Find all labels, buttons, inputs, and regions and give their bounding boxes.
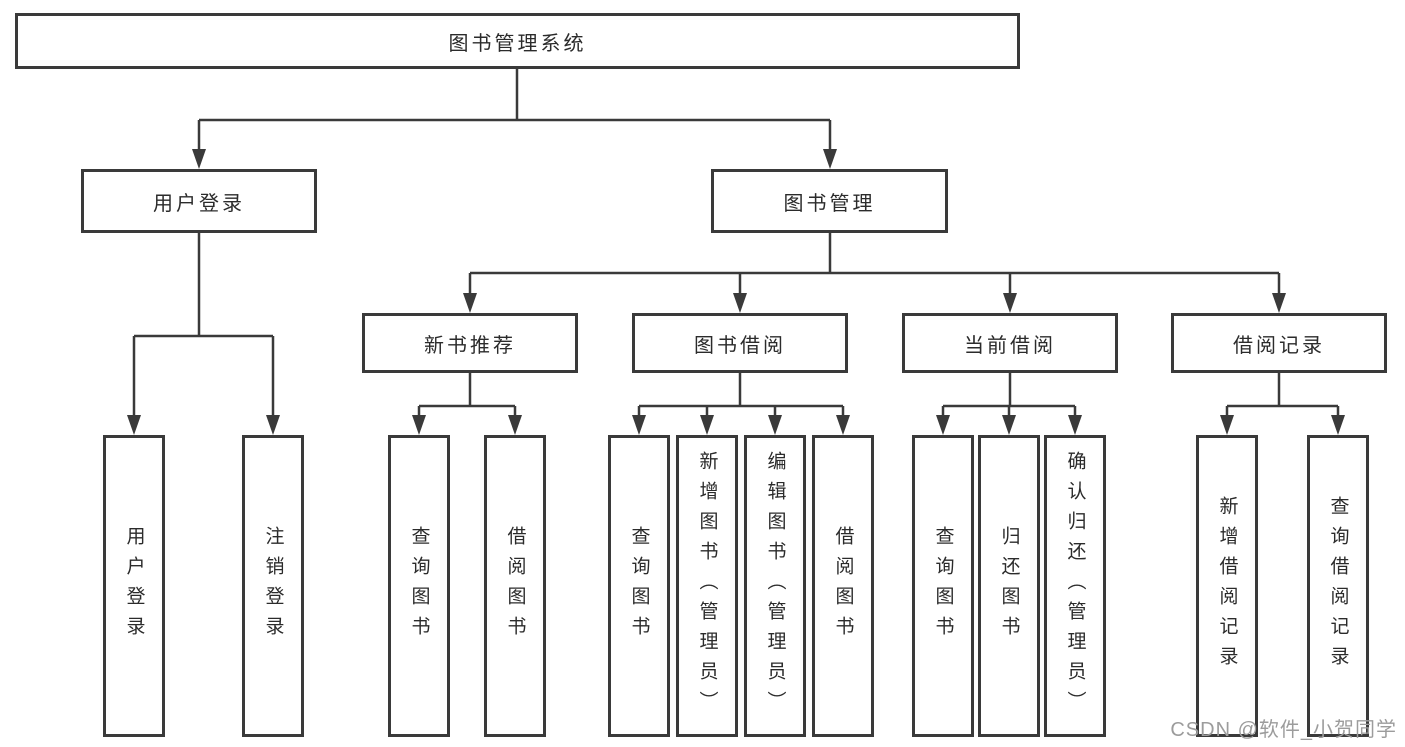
node-user-login: 用户登录 — [81, 169, 317, 233]
leaf-query-books-2-label: 查询图书 — [628, 526, 650, 646]
node-current-borrow: 当前借阅 — [902, 313, 1118, 373]
leaf-edit-book-admin-label: 编辑图书（管理员） — [764, 451, 786, 721]
node-new-book-recommend: 新书推荐 — [362, 313, 578, 373]
leaf-add-borrow-record-label: 新增借阅记录 — [1216, 496, 1238, 676]
node-new-book-recommend-label: 新书推荐 — [424, 334, 516, 357]
leaf-query-borrow-record-label: 查询借阅记录 — [1327, 496, 1349, 676]
node-borrow-records-label: 借阅记录 — [1233, 334, 1325, 357]
node-user-login-label: 用户登录 — [153, 192, 245, 215]
node-book-management-label: 图书管理 — [783, 192, 876, 215]
leaf-confirm-return-admin-label: 确认归还（管理员） — [1064, 451, 1086, 721]
leaf-add-borrow-record: 新增借阅记录 — [1196, 435, 1258, 737]
csdn-watermark: CSDN @软件_小贺同学 — [1170, 719, 1397, 741]
node-book-borrow-label: 图书借阅 — [694, 334, 786, 357]
leaf-edit-book-admin: 编辑图书（管理员） — [744, 435, 806, 737]
leaf-query-books-3: 查询图书 — [912, 435, 974, 737]
leaf-query-books-1: 查询图书 — [388, 435, 450, 737]
leaf-user-login: 用户登录 — [103, 435, 165, 737]
node-book-management: 图书管理 — [711, 169, 948, 233]
leaf-query-books-3-label: 查询图书 — [932, 526, 954, 646]
node-current-borrow-label: 当前借阅 — [964, 334, 1056, 357]
leaf-return-books: 归还图书 — [978, 435, 1040, 737]
leaf-add-book-admin: 新增图书（管理员） — [676, 435, 738, 737]
node-book-borrow: 图书借阅 — [632, 313, 848, 373]
node-root-label: 图书管理系统 — [448, 32, 587, 55]
leaf-query-books-2: 查询图书 — [608, 435, 670, 737]
leaf-borrow-books-1-label: 借阅图书 — [504, 526, 526, 646]
leaf-return-books-label: 归还图书 — [998, 526, 1020, 646]
leaf-query-books-1-label: 查询图书 — [408, 526, 430, 646]
leaf-user-login-label: 用户登录 — [123, 526, 145, 646]
leaf-borrow-books-2-label: 借阅图书 — [832, 526, 854, 646]
leaf-confirm-return-admin: 确认归还（管理员） — [1044, 435, 1106, 737]
leaf-add-book-admin-label: 新增图书（管理员） — [696, 451, 718, 721]
node-borrow-records: 借阅记录 — [1171, 313, 1387, 373]
leaf-borrow-books-2: 借阅图书 — [812, 435, 874, 737]
leaf-query-borrow-record: 查询借阅记录 — [1307, 435, 1369, 737]
node-root: 图书管理系统 — [15, 13, 1020, 69]
leaf-logout-login-label: 注销登录 — [262, 526, 284, 646]
leaf-logout-login: 注销登录 — [242, 435, 304, 737]
leaf-borrow-books-1: 借阅图书 — [484, 435, 546, 737]
